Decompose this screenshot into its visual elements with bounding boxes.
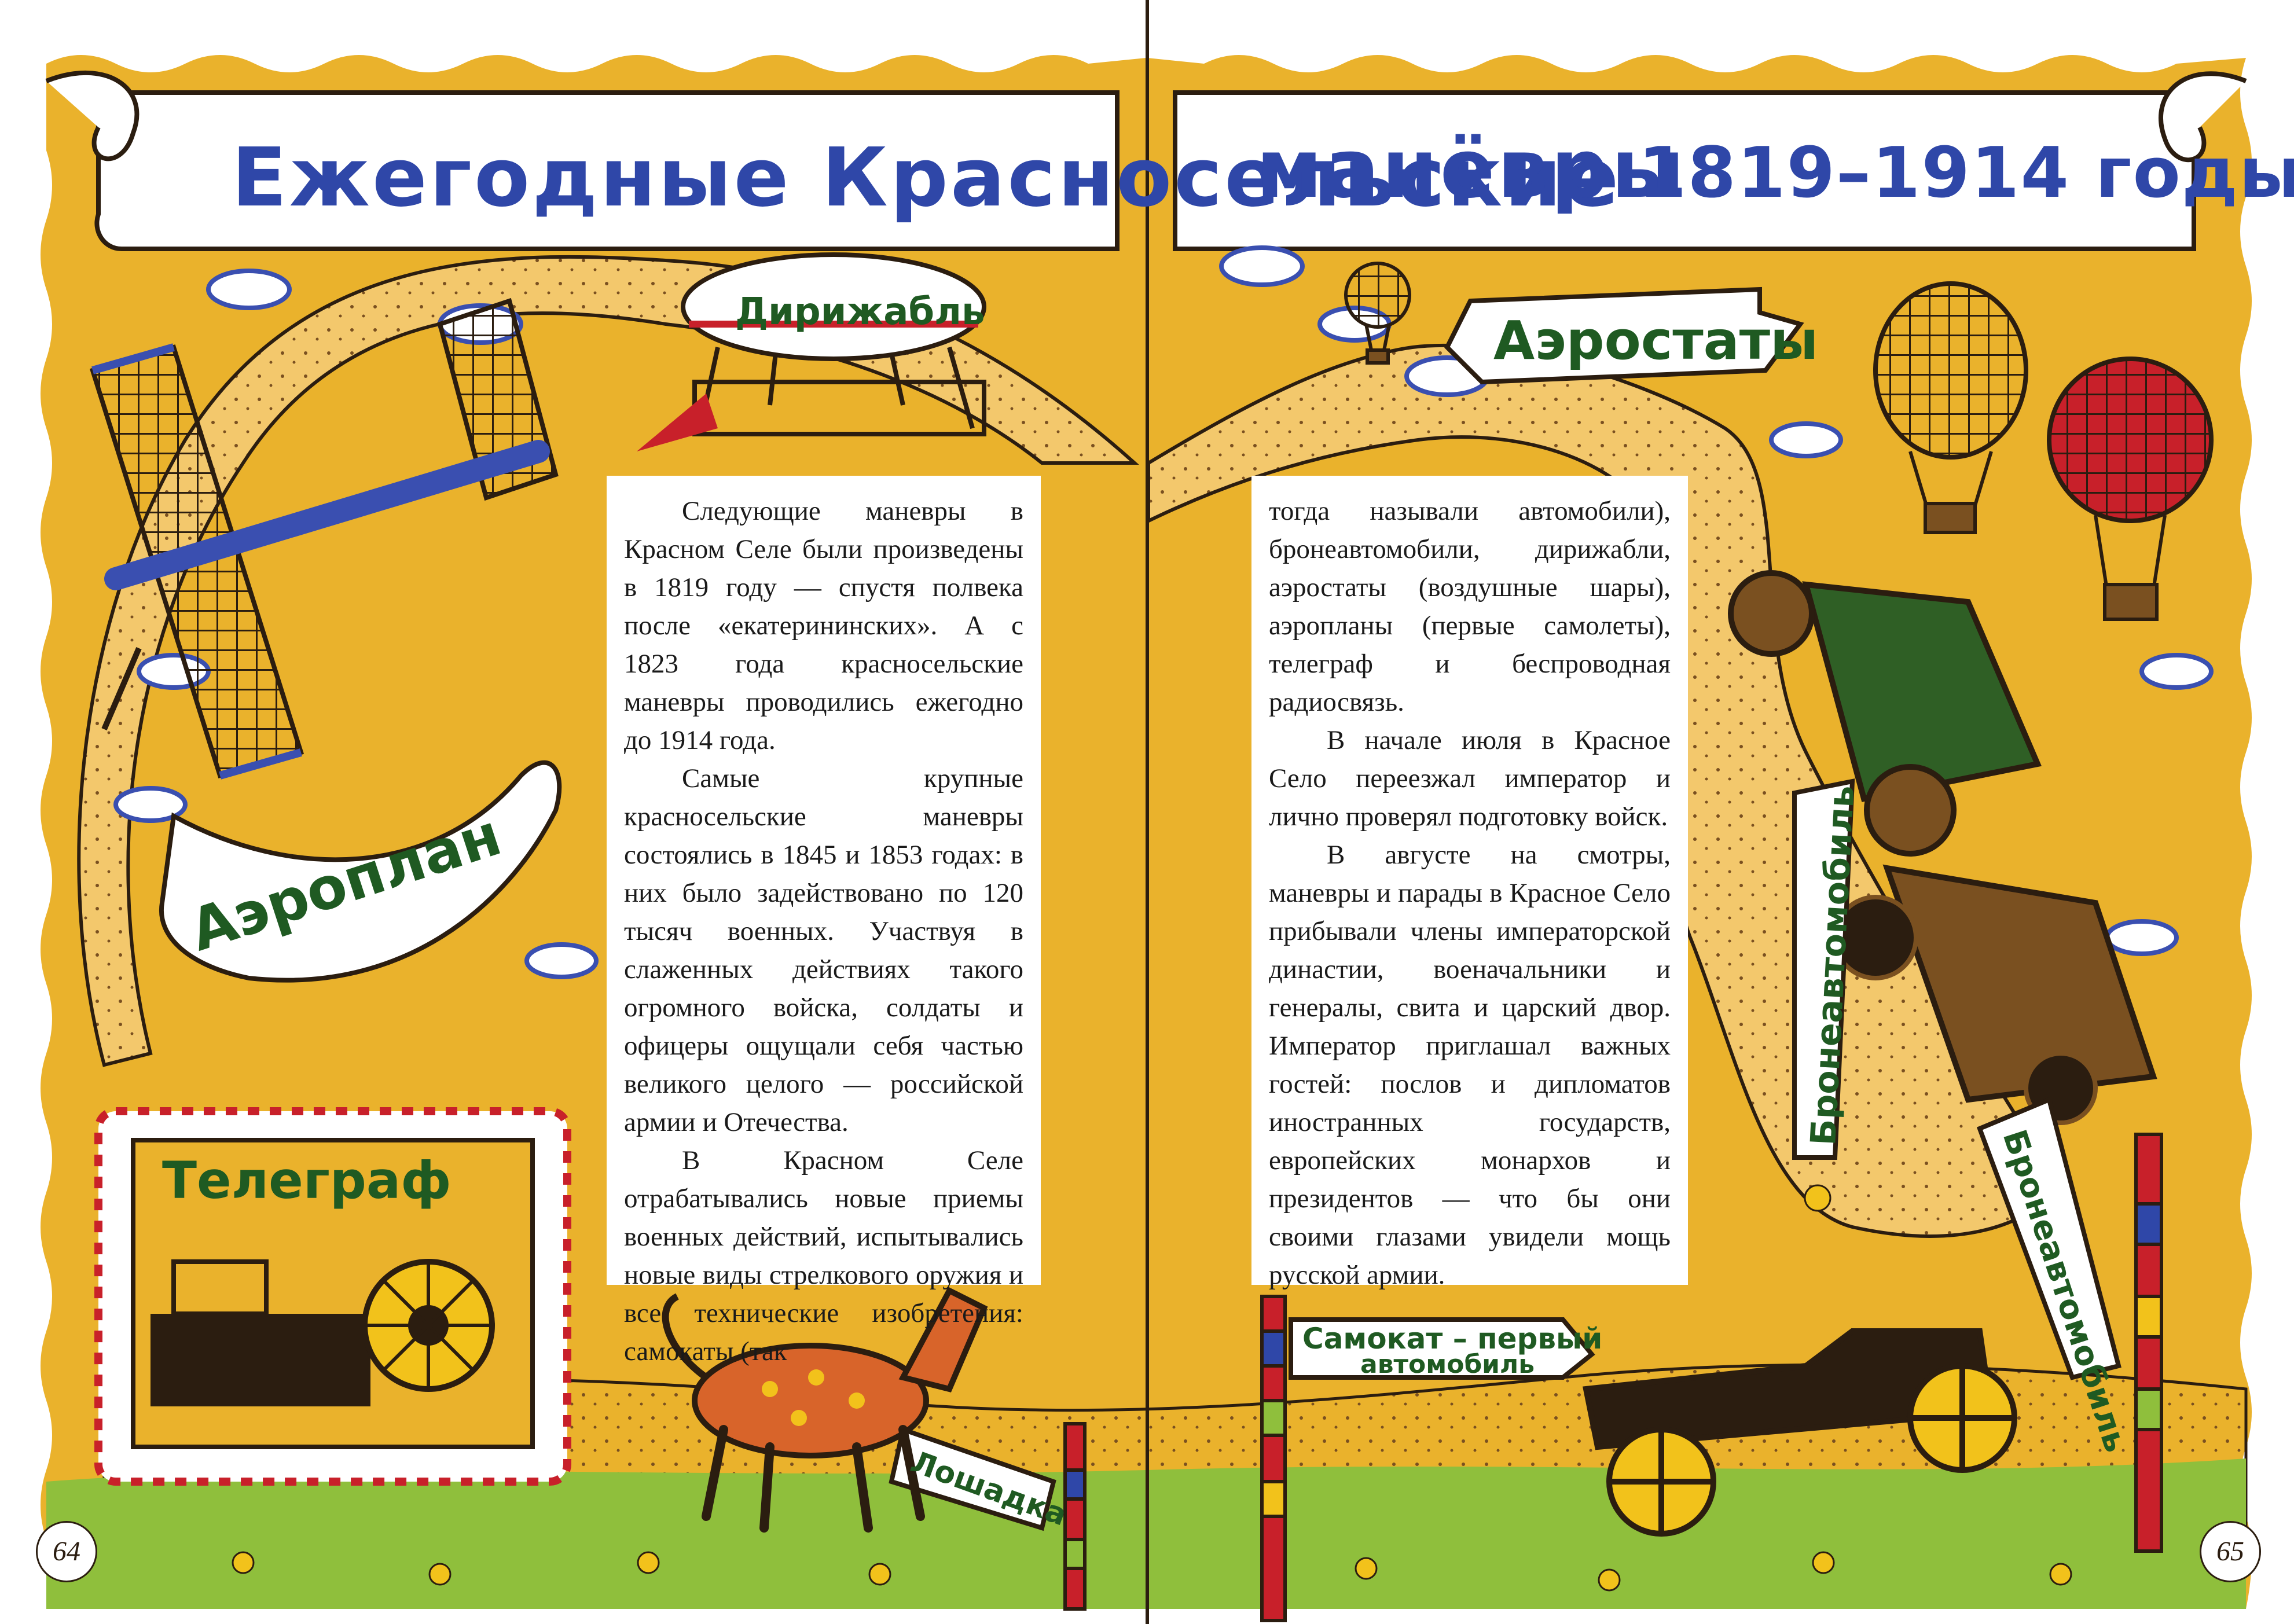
page-number-left: 64 bbox=[36, 1521, 97, 1582]
post-right bbox=[2134, 1133, 2163, 1553]
horse-illustration bbox=[662, 1287, 988, 1533]
telegraph-label: Телеграф bbox=[162, 1151, 452, 1210]
header-title-left: Ежегодные Красносельские bbox=[232, 131, 1621, 225]
body-text-right: тогда называли автомобили), бронеавтомоб… bbox=[1251, 476, 1688, 1290]
airship-label: Дирижабль bbox=[735, 291, 985, 333]
aerostats-sign bbox=[1444, 286, 1804, 385]
armored-car-sign-2 bbox=[1976, 1096, 2122, 1380]
paragraph: тогда называли автомобили), бронеавтомоб… bbox=[1269, 496, 1671, 717]
airplane-label-banner bbox=[159, 760, 562, 983]
armored-car-sign-1 bbox=[1792, 778, 1855, 1160]
airship-illustration bbox=[637, 252, 986, 451]
page-number-right: 65 bbox=[2200, 1521, 2261, 1582]
samokat-label-line2: автомобиль bbox=[1360, 1350, 1535, 1379]
armored-car-green bbox=[1728, 570, 2042, 857]
aerostats-label: Аэростаты bbox=[1493, 310, 1818, 372]
banner-curl-right bbox=[2159, 71, 2247, 163]
banner-curl-left bbox=[45, 70, 140, 161]
post-horse bbox=[1063, 1422, 1087, 1611]
body-text-left: Следующие маневры в Красном Селе были пр… bbox=[607, 476, 1041, 1366]
post-samokat bbox=[1260, 1295, 1287, 1622]
paragraph: В Красном Селе отрабатывались новые прие… bbox=[624, 1145, 1023, 1366]
paragraph: Следующие маневры в Красном Селе были пр… bbox=[624, 496, 1023, 755]
balloon-small bbox=[1344, 262, 1411, 365]
samokat-label-line1: Самокат – первый bbox=[1302, 1322, 1602, 1355]
paragraph: Самые крупные красносельские маневры сос… bbox=[624, 763, 1023, 1137]
balloon-red bbox=[2047, 357, 2214, 621]
airplane-illustration bbox=[89, 297, 559, 780]
balloon-mesh bbox=[1873, 281, 2028, 534]
header-years: 1819–1914 годы bbox=[1638, 133, 2294, 214]
flowers bbox=[232, 1184, 2072, 1592]
header-title-right: манёвры bbox=[1256, 122, 1687, 216]
horse-sign bbox=[889, 1426, 1056, 1531]
paragraph: В начале июля в Красное Село переезжал и… bbox=[1269, 725, 1671, 832]
samokat-sign bbox=[1289, 1317, 1595, 1380]
telegraph-panel bbox=[94, 1107, 571, 1486]
paragraph: В августе на смотры, маневры и парады в … bbox=[1269, 840, 1671, 1290]
automobile-illustration bbox=[1583, 1328, 2017, 1537]
